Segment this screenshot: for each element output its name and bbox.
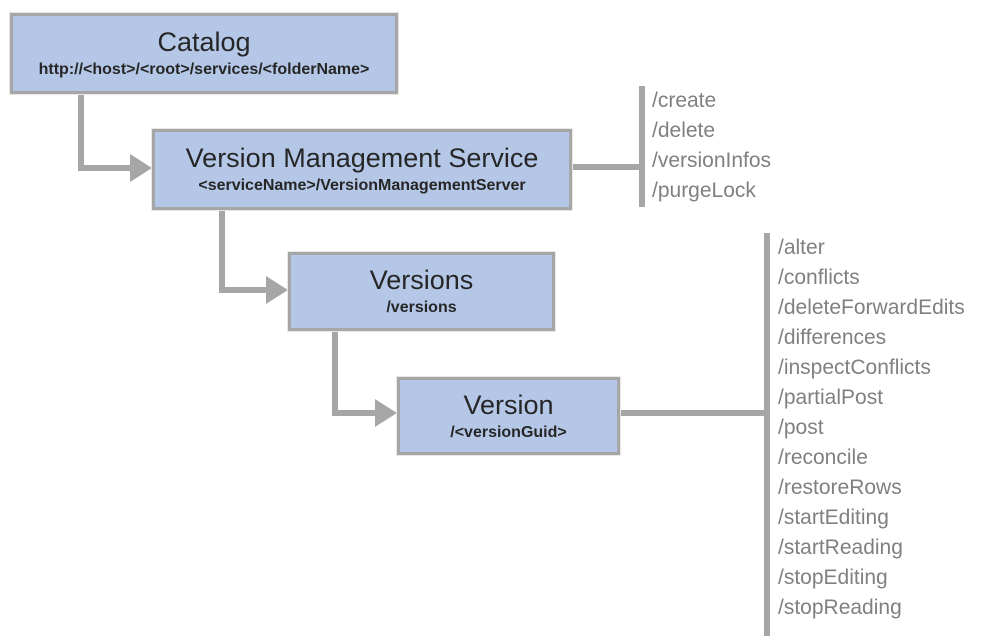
op-item: /versionInfos [652,149,772,172]
op-item: /differences [778,326,887,349]
version-ops-bracket-bar [764,233,770,636]
op-item: /inspectConflicts [778,356,931,379]
op-item: /create [652,89,717,112]
op-item: /deleteForwardEdits [778,296,965,319]
op-item: /post [778,416,824,439]
connector-catalog-vms-vertical [78,94,84,171]
connector-vms-ops-horizontal [572,164,642,170]
version-operations-list: /alter /conflicts /deleteForwardEdits /d… [778,233,965,623]
op-item: /restoreRows [778,476,902,499]
node-vms-subtitle: <serviceName>/VersionManagementServer [198,177,526,194]
connector-version-ops-horizontal [620,410,767,416]
node-catalog-title: Catalog [157,27,251,57]
connector-vms-versions-vertical [219,210,225,293]
arrowhead-versions-version [375,399,397,427]
vms-operations-list: /create /delete /versionInfos /purgeLock [652,86,771,206]
op-item: /startEditing [778,506,889,529]
node-vms-title: Version Management Service [185,143,539,173]
node-version-title: Version [463,389,554,420]
op-item: /conflicts [778,266,860,289]
node-versions: Versions /versions [288,252,555,331]
arrowhead-catalog-vms [130,154,152,182]
node-versions-title: Versions [369,265,474,295]
node-versions-subtitle: /versions [386,299,457,316]
node-version-subtitle: /<versionGuid> [450,423,567,441]
vms-ops-bracket-bar [639,86,645,207]
connector-versions-version-vertical [332,330,338,416]
arrowhead-vms-versions [266,276,288,304]
connector-vms-versions-horizontal [219,287,266,293]
op-item: /stopReading [778,596,902,619]
connector-versions-version-horizontal [332,410,375,416]
op-item: /alter [778,236,825,259]
node-version-management-service: Version Management Service <serviceName>… [152,129,572,210]
op-item: /reconcile [778,446,868,469]
op-item: /purgeLock [652,179,756,202]
connector-catalog-vms-horizontal [78,165,130,171]
node-version: Version /<versionGuid> [397,377,620,455]
op-item: /stopEditing [778,566,888,589]
op-item: /delete [652,119,716,142]
op-item: /startReading [778,536,903,559]
node-catalog: Catalog http://<host>/<root>/services/<f… [10,13,398,94]
node-catalog-subtitle: http://<host>/<root>/services/<folderNam… [38,61,370,78]
op-item: /partialPost [778,386,884,409]
